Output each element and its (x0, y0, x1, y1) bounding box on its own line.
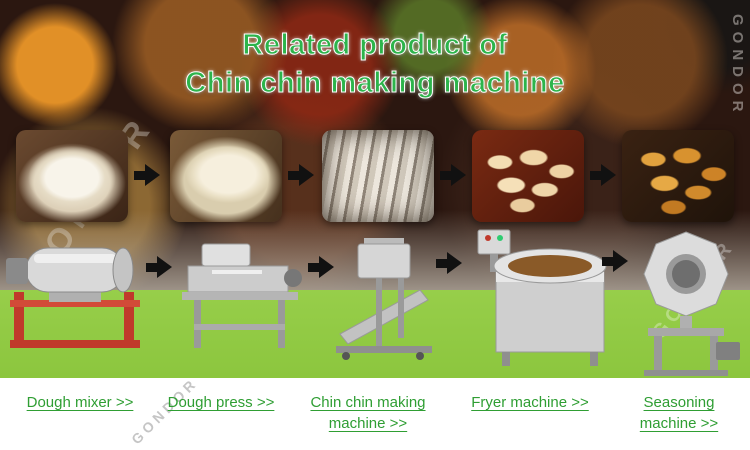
arrow-right-icon (602, 250, 628, 272)
fried-chin-chin-photo (622, 130, 734, 222)
dough-mixer-icon (6, 247, 140, 348)
chin-chin-making-machine-link[interactable]: Chin chin making machine >> (310, 394, 426, 432)
dough-press-link[interactable]: Dough press >> (167, 394, 275, 411)
chin-chin-making-machine-image (332, 238, 436, 365)
title-line-1: Related product of (242, 29, 508, 62)
arrow-right-icon (146, 256, 172, 278)
seasoning-machine-link[interactable]: Seasoning machine >> (639, 394, 719, 432)
chin-chin-making-machine-icon (336, 238, 432, 360)
flour-dough-photo (16, 130, 128, 222)
pressed-dough-sheet-photo (170, 130, 282, 222)
fryer-machine-link[interactable]: Fryer machine >> (471, 394, 589, 411)
arrow-right-icon (288, 164, 314, 186)
arrow-right-icon (134, 164, 160, 186)
arrow-right-icon (440, 164, 466, 186)
arrow-right-icon (590, 164, 616, 186)
raw-chin-chin-photo (472, 130, 584, 222)
seasoning-machine-image (628, 222, 744, 382)
dough-mixer-image (4, 230, 146, 357)
fryer-machine-image (462, 228, 612, 375)
fryer-machine-icon (477, 229, 607, 366)
arrow-right-icon (436, 252, 462, 274)
page-title: Related product of Chin chin making mach… (0, 26, 750, 102)
cut-dough-strips-photo (322, 130, 434, 222)
title-line-2: Chin chin making machine (185, 67, 565, 100)
seasoning-machine-icon (643, 231, 740, 376)
dough-press-image (172, 238, 308, 355)
arrow-right-icon (308, 256, 334, 278)
dough-mixer-link[interactable]: Dough mixer >> (26, 394, 134, 411)
dough-press-icon (182, 243, 302, 348)
